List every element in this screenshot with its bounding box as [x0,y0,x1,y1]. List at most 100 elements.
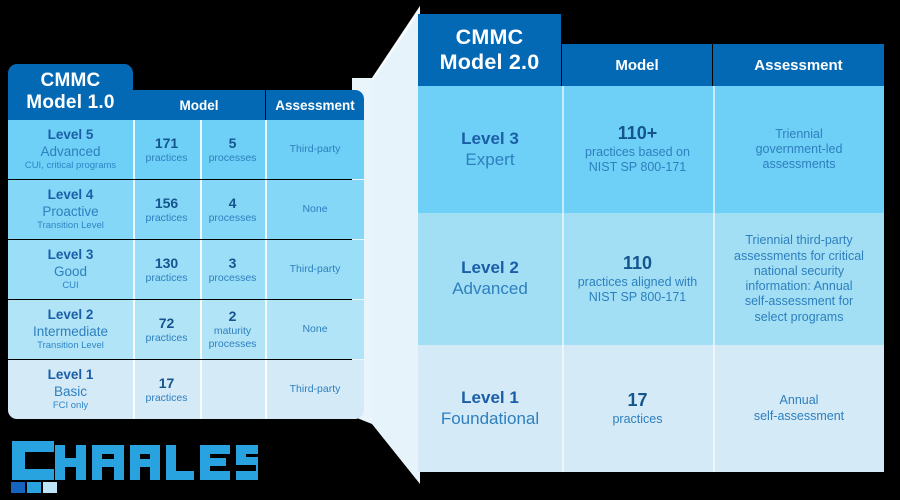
level-note: CUI [62,280,79,292]
cmmc-1-title: CMMC Model 1.0 [8,64,133,120]
table-row: Level 3 Good CUI 130 practices 3 process… [8,240,364,299]
charles-logo [8,437,258,495]
cmmc-2-title-line2: Model 2.0 [439,50,540,74]
cmmc-2-header-assessment: Assessment [713,44,884,86]
level-label: Level 3 [47,247,94,263]
cmmc-1-level-cell: Level 5 Advanced CUI, critical programs [8,120,133,179]
practices-count: 130 [154,254,179,271]
cmmc-2-model-cell: 17 practices [562,345,713,472]
cmmc-1-assessment-cell: Third-party [289,383,341,396]
cmmc-2-title-line1: CMMC [455,24,524,49]
processes-count: 4 [228,194,237,211]
model-count: 110+ [617,123,658,144]
cmmc-1-processes-cell: 5 processes [200,120,265,179]
assessment-line: assessments [762,157,836,172]
cmmc-2-model-cell: 110+ practices based on NIST SP 800-171 [562,86,713,213]
model-desc-line1: practices aligned with [577,274,698,289]
cmmc-2-level-cell: Level 3 Expert [418,86,562,213]
cmmc-1-assessment-cell: Third-party [289,263,341,276]
assessment-line: government-led [755,141,843,156]
practices-count: 171 [154,134,179,151]
cmmc-1-processes-cell: 2 maturity processes [200,300,265,359]
cmmc-1-practices-cell: 171 practices [133,120,200,179]
level-label: Level 3 [461,128,519,148]
practices-unit: practices [145,271,188,284]
assessment-line: select programs [754,309,844,324]
level-note: FCI only [52,400,89,412]
assessment-line: self-assessment [753,408,845,423]
cmmc-1-processes-cell: 3 processes [200,240,265,299]
cmmc-2-assessment-cell: Triennial government-led assessments [714,86,884,213]
model-count: 110 [622,252,653,273]
model-count: 17 [627,389,648,410]
practices-count: 72 [158,314,175,331]
level-label: Level 5 [47,127,94,143]
level-name: Intermediate [32,323,109,339]
cmmc-2-assessment-cell: Triennial third-party assessments for cr… [714,213,884,345]
assessment-line: self-assessment for [744,294,854,309]
cmmc-1-header-model: Model [133,90,265,120]
cmmc-1-assessment-cell: Third-party [289,143,341,156]
cmmc-1-assessment-cell: None [302,323,328,336]
processes-count: 5 [228,134,237,151]
cmmc-1-table: CMMC Model 1.0 Model Assessment Level 5 … [8,64,364,426]
practices-unit: practices [145,331,188,344]
table-row: Level 1 Basic FCI only 17 practices Thir… [8,360,364,419]
cmmc-2-level-cell: Level 2 Advanced [418,213,562,345]
level-name: Expert [465,149,515,169]
processes-unit: processes [208,151,257,164]
cmmc-1-practices-cell: 17 practices [133,360,200,419]
cmmc-2-assessment-cell: Annual self-assessment [714,345,884,472]
level-name: Foundational [440,408,540,428]
assessment-line: Annual [779,393,819,408]
processes-unit: processes [208,271,257,284]
cmmc-1-practices-cell: 72 practices [133,300,200,359]
assessment-line: Triennial third-party [745,233,853,248]
level-label: Level 2 [461,258,519,278]
level-name: Good [53,263,88,279]
practices-unit: practices [145,211,188,224]
cmmc-1-assessment-cell: None [302,203,328,216]
level-label: Level 2 [47,307,94,323]
assessment-line: information: Annual [745,279,853,293]
cmmc-1-title-line2: Model 1.0 [26,92,115,113]
cmmc-1-level-cell: Level 1 Basic FCI only [8,360,133,419]
level-label: Level 4 [47,187,94,203]
processes-count: 2 [228,308,237,325]
cmmc-1-header-assessment: Assessment [266,90,364,120]
table-row: Level 4 Proactive Transition Level 156 p… [8,180,364,239]
cmmc-2-title: CMMC Model 2.0 [418,14,561,86]
model-desc-line1: practices based on [585,145,690,160]
cmmc-1-level-cell: Level 2 Intermediate Transition Level [8,300,133,359]
model-desc-line2: NIST SP 800-171 [588,289,687,304]
level-name: Basic [53,383,87,399]
level-note: CUI, critical programs [24,160,117,172]
assessment-line: national security [753,263,845,278]
processes-count: 3 [228,254,237,271]
practices-unit: practices [145,151,188,164]
practices-count: 156 [154,194,179,211]
model-desc-line1: practices [612,411,663,426]
cmmc-1-processes-cell: 4 processes [200,180,265,239]
table-row: Level 3 Expert 110+ practices based on N… [418,86,884,213]
cmmc-1-practices-cell: 130 practices [133,240,200,299]
assessment-line: Triennial [775,126,823,141]
cmmc-1-level-cell: Level 4 Proactive Transition Level [8,180,133,239]
practices-unit: practices [145,391,188,404]
cmmc-2-level-cell: Level 1 Foundational [418,345,562,472]
table-row: Level 1 Foundational 17 practices Annual… [418,345,884,472]
cmmc-2-header-model: Model [562,44,712,86]
cmmc-1-practices-cell: 156 practices [133,180,200,239]
table-row: Level 2 Intermediate Transition Level 72… [8,300,364,359]
level-name: Proactive [42,203,99,219]
cmmc-2-model-cell: 110 practices aligned with NIST SP 800-1… [562,213,713,345]
cmmc-1-level-cell: Level 3 Good CUI [8,240,133,299]
level-label: Level 1 [47,367,94,383]
level-note: Transition Level [37,340,104,352]
level-label: Level 1 [461,387,519,407]
cmmc-2-table: CMMC Model 2.0 Model Assessment Level 3 … [416,14,884,472]
level-note: Transition Level [37,220,104,232]
processes-unit: processes [208,211,257,224]
model-desc-line2: NIST SP 800-171 [588,160,687,175]
